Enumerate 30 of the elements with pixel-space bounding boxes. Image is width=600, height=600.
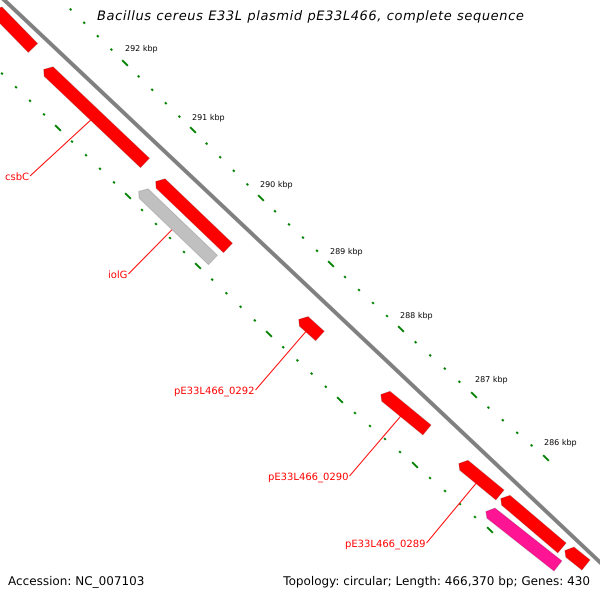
gene-feature [458,460,505,501]
gene-feature [298,316,325,342]
tick-label: 291 kbp [192,113,225,122]
gene-feature [138,188,218,266]
gene-feature [380,390,432,436]
tick-label: 286 kbp [544,438,577,448]
tick-label: 292 kbp [125,44,158,54]
gene-label: iolG [108,270,128,282]
gene-feature [500,494,567,554]
gene-feature [485,507,563,572]
footer-text: Topology: circular; Length: 466,370 bp; Genes: 430 [283,575,590,589]
footer-text: Accession: NC_007103 [8,575,144,589]
gene-feature [0,6,38,54]
leader-line [426,483,476,544]
leader-line [349,416,401,477]
gene-feature [155,178,234,254]
leader-line [30,120,92,177]
tick-label: 289 kbp [330,247,363,256]
leader-line [255,331,306,391]
gene-label: pE33L466_0289 [345,539,426,550]
leader-line [128,229,172,275]
gene-label: csbC [5,172,30,184]
tick-label: 287 kbp [475,375,508,384]
tick-label: 290 kbp [260,180,293,190]
gene-label: pE33L466_0290 [268,472,348,484]
gene-feature [564,546,591,571]
gene-feature [43,66,150,168]
gene-label: pE33L466_0292 [174,386,254,398]
title: Bacillus cereus E33L plasmid pE33L466, complete sequence [97,10,524,25]
tick-label: 288 kbp [400,311,433,320]
